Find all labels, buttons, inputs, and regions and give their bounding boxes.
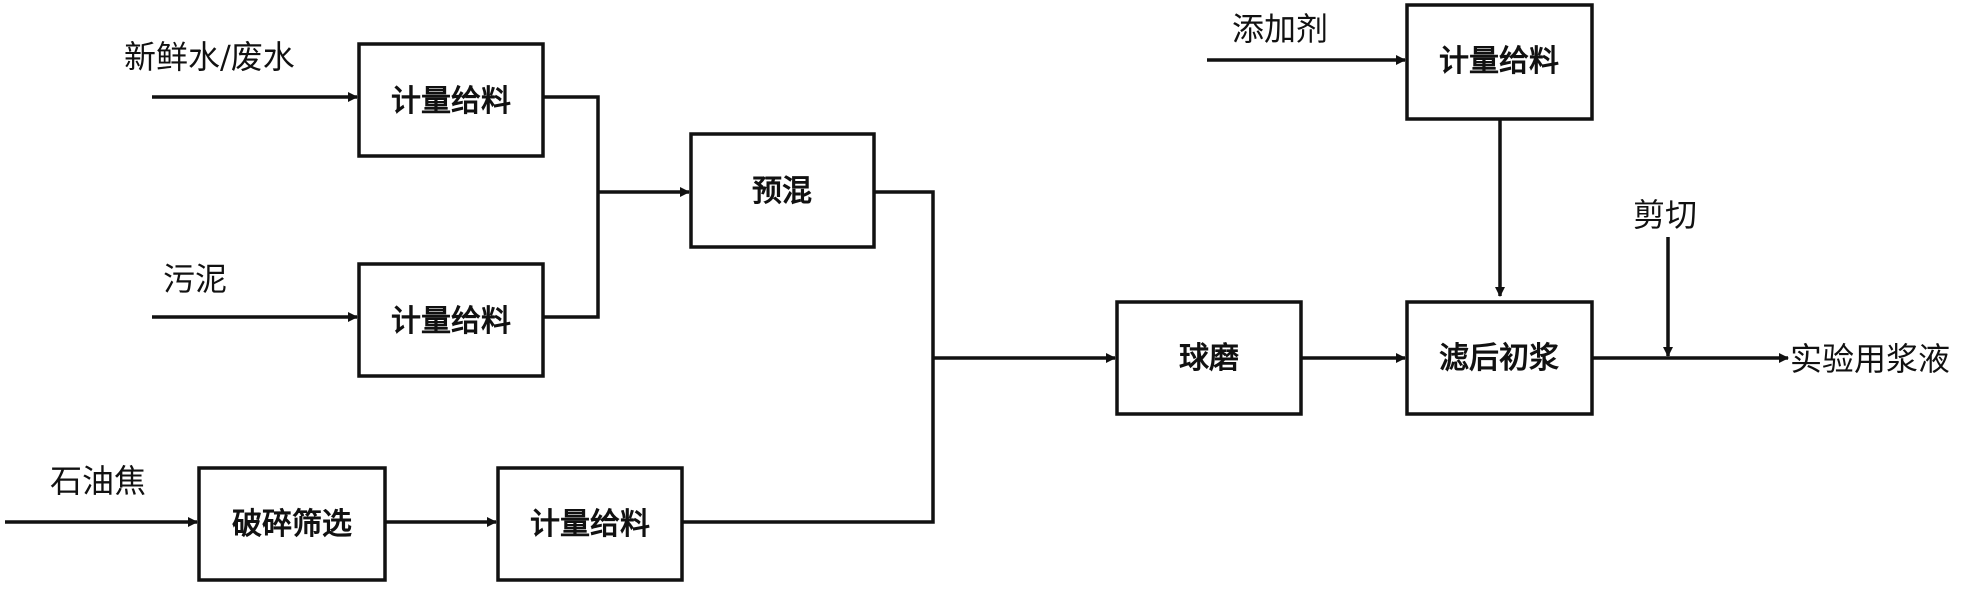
water-input-label: 新鲜水/废水 (124, 38, 295, 76)
connector-water-merge (543, 95, 600, 192)
premix-label: 预混 (752, 174, 812, 209)
meter-sludge-label: 计量给料 (391, 304, 511, 339)
connector-sludge-merge (543, 192, 600, 319)
meter-water-box (357, 42, 545, 158)
ball-mill-box (1115, 300, 1303, 416)
sludge-input-label: 污泥 (163, 260, 227, 298)
meter-additive-label: 计量给料 (1439, 44, 1559, 79)
meter-coke-label: 计量给料 (530, 507, 650, 542)
ball-mill-label: 球磨 (1179, 341, 1239, 376)
filtered-slurry-label: 滤后初浆 (1439, 341, 1559, 376)
meter-sludge-box (357, 262, 545, 378)
connector-premix-out (874, 190, 935, 358)
meter-additive-box (1405, 3, 1594, 121)
output-label: 实验用浆液 (1790, 340, 1950, 378)
shear-label: 剪切 (1633, 196, 1697, 234)
additive-input-label: 添加剂 (1232, 10, 1328, 48)
connector-coke-out (682, 358, 935, 524)
premix-box (689, 132, 876, 249)
coke-input-label: 石油焦 (50, 462, 146, 500)
meter-coke-box (496, 466, 684, 582)
crush-screen-box (197, 466, 387, 582)
meter-water-label: 计量给料 (391, 84, 511, 119)
crush-screen-label: 破碎筛选 (232, 507, 352, 542)
filtered-slurry-box (1405, 300, 1594, 416)
